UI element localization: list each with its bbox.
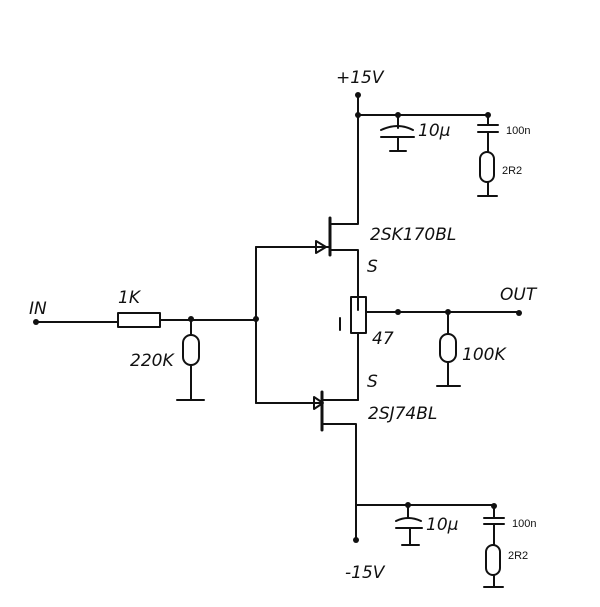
negative-supply-label: -15V xyxy=(345,563,386,583)
upper-transistor-label: 2SK170BL xyxy=(370,225,456,245)
upper-film-cap-label: 100n xyxy=(506,125,530,137)
lower-electrolytic-label: 10µ xyxy=(426,515,459,535)
input-resistor xyxy=(117,312,161,328)
lower-source-label: S xyxy=(367,372,378,392)
input-shunt-resistor xyxy=(176,318,205,401)
lower-decoupling-resistor-label: 2R2 xyxy=(508,550,528,562)
negative-supply-rail xyxy=(353,502,497,543)
lower-decoupling-resistor xyxy=(483,544,504,588)
output-resistor-label: 100K xyxy=(462,345,507,365)
input-label: IN xyxy=(29,299,47,319)
lower-electrolytic-capacitor xyxy=(395,504,423,546)
upper-jfet xyxy=(255,216,359,311)
lower-film-capacitor xyxy=(483,505,505,546)
lower-transistor-label: 2SJ74BL xyxy=(368,404,437,424)
lower-jfet xyxy=(255,390,359,506)
positive-supply-label: +15V xyxy=(336,68,385,88)
gate-network xyxy=(33,246,259,404)
output-resistor xyxy=(436,311,461,387)
input-resistor-label: 1K xyxy=(118,288,142,308)
upper-electrolytic-label: 10µ xyxy=(418,121,451,141)
source-resistor xyxy=(339,296,522,401)
input-shunt-resistor-label: 220K xyxy=(130,351,175,371)
positive-supply-rail xyxy=(355,92,491,219)
upper-source-label: S xyxy=(367,257,378,277)
upper-decoupling-resistor xyxy=(477,151,498,197)
lower-film-cap-label: 100n xyxy=(512,518,536,530)
upper-decoupling-resistor-label: 2R2 xyxy=(502,165,522,177)
source-resistor-label: 47 xyxy=(372,329,394,349)
upper-film-capacitor xyxy=(477,114,499,153)
output-label: OUT xyxy=(500,285,538,305)
upper-electrolytic-capacitor xyxy=(380,114,415,152)
